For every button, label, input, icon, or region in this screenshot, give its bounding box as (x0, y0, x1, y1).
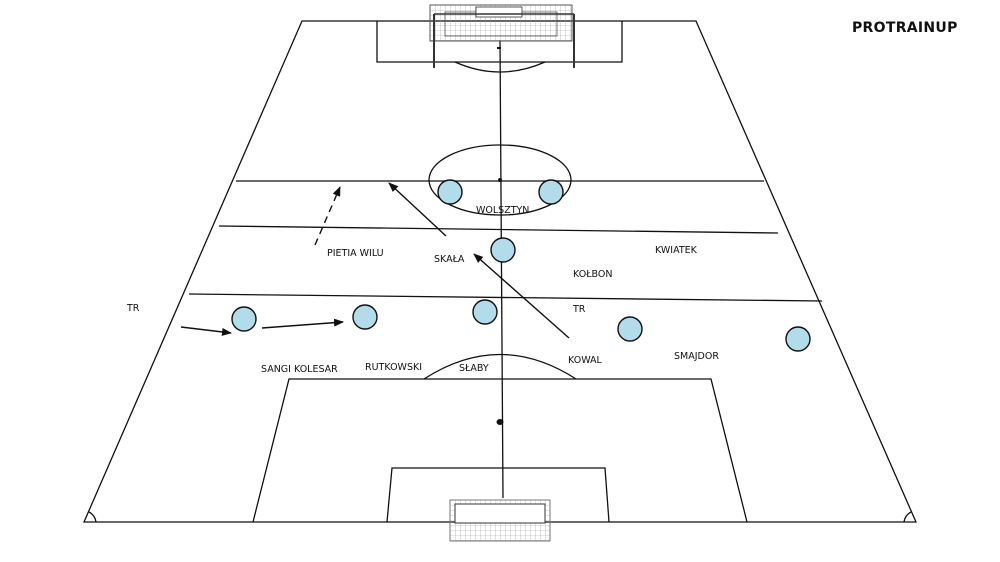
player-marker[interactable] (352, 304, 378, 330)
player-marker[interactable] (538, 179, 564, 205)
player-marker[interactable] (231, 306, 257, 332)
arrow-to-halfway (388, 182, 447, 237)
players (231, 179, 811, 352)
label-smajdor: SMAJDOR (674, 351, 719, 362)
label-tr-mid: TR (572, 304, 586, 315)
arrow-pass-right (261, 318, 344, 329)
bottom-six-yard-box (386, 467, 610, 523)
top-penalty-spot (497, 47, 501, 49)
player-marker[interactable] (785, 326, 811, 352)
player-marker[interactable] (437, 179, 463, 205)
bottom-goal (449, 499, 551, 542)
player-marker[interactable] (490, 237, 516, 263)
arrow-left-run (180, 326, 232, 336)
player-labels: WOLSZTYN PIETIA WILU SKAŁA KWIATEK KOŁBO… (126, 205, 719, 375)
label-kolbon: KOŁBON (573, 269, 612, 280)
bottom-penalty-spot (496, 419, 504, 425)
label-kowal: KOWAL (568, 355, 603, 366)
corner-arc-bottom-left (88, 511, 97, 523)
center-axis (499, 39, 504, 499)
center-circle (428, 144, 572, 216)
player-marker[interactable] (472, 299, 498, 325)
label-wolsztyn: WOLSZTYN (476, 205, 529, 216)
label-skala: SKAŁA (434, 254, 465, 265)
corner-arc-bottom-right (903, 511, 912, 523)
label-rutkowski: RUTKOWSKI (365, 362, 422, 373)
bottom-penalty-box (252, 378, 748, 523)
movement-arrows (180, 182, 570, 339)
arrow-kowal-to-skala (473, 253, 570, 339)
label-pietia-wilu: PIETIA WILU (327, 248, 384, 259)
label-tr-left: TR (126, 303, 140, 314)
arrow-run-dashed (314, 186, 341, 246)
pitch (83, 20, 917, 523)
player-marker[interactable] (617, 316, 643, 342)
label-slaby: SŁABY (459, 363, 489, 374)
top-goal (429, 4, 575, 68)
zone-line-1 (218, 225, 779, 234)
zone-line-2 (188, 293, 823, 302)
label-sangi-kolesar: SANGI KOLESAR (261, 364, 338, 375)
label-kwiatek: KWIATEK (655, 245, 698, 256)
bottom-penalty-arc (423, 353, 577, 380)
brand-logo: PROTRAINUP (852, 20, 958, 36)
